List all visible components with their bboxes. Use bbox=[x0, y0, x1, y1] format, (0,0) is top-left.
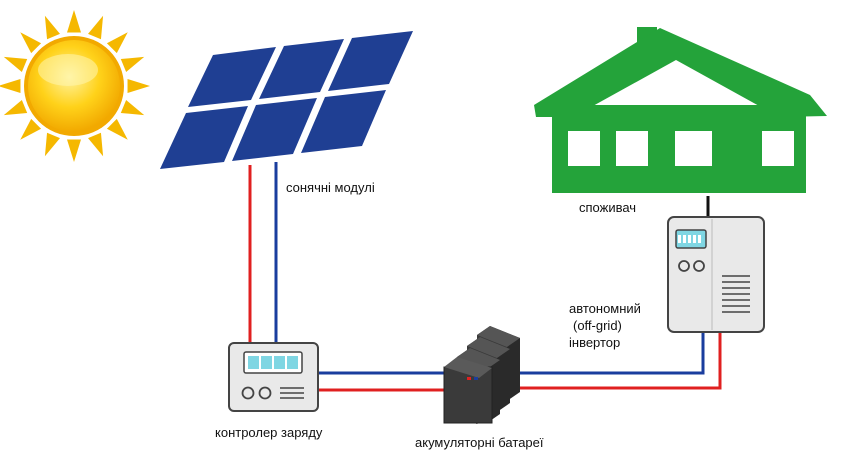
solar-modules-label: сонячні модулі bbox=[286, 180, 375, 195]
sun-ray bbox=[44, 132, 60, 157]
consumer-label: споживач bbox=[579, 200, 636, 215]
sun-icon bbox=[0, 10, 150, 162]
sun-ray bbox=[0, 78, 21, 94]
inverter-icon bbox=[667, 216, 765, 333]
sun-ray bbox=[3, 56, 28, 72]
sun-ray bbox=[20, 118, 42, 140]
sun-ray bbox=[88, 15, 104, 40]
sun-ray bbox=[66, 10, 82, 33]
charge-controller-icon bbox=[228, 342, 319, 412]
inverter-label-line1: автономний bbox=[569, 301, 641, 316]
sun-ray bbox=[120, 56, 145, 72]
battery-bank-icon bbox=[443, 326, 520, 424]
sun-ray bbox=[3, 100, 28, 116]
sun-ray bbox=[106, 118, 128, 140]
house-icon bbox=[534, 27, 827, 193]
sun-ray bbox=[20, 32, 42, 54]
wiring bbox=[248, 162, 722, 392]
sun-ray bbox=[66, 139, 82, 162]
sun-ray bbox=[44, 15, 60, 40]
sun-ray bbox=[106, 32, 128, 54]
sun-ray bbox=[120, 100, 145, 116]
charge-controller-label: контролер заряду bbox=[215, 425, 323, 440]
batteries-label: акумуляторні батареї bbox=[415, 435, 544, 450]
inverter-label-line2: (off-grid) bbox=[573, 318, 622, 333]
solar-panel-icon bbox=[160, 31, 413, 169]
inverter-label-line3: інвертор bbox=[569, 335, 620, 350]
sun-ray bbox=[88, 132, 104, 157]
sun-ray bbox=[127, 78, 150, 94]
